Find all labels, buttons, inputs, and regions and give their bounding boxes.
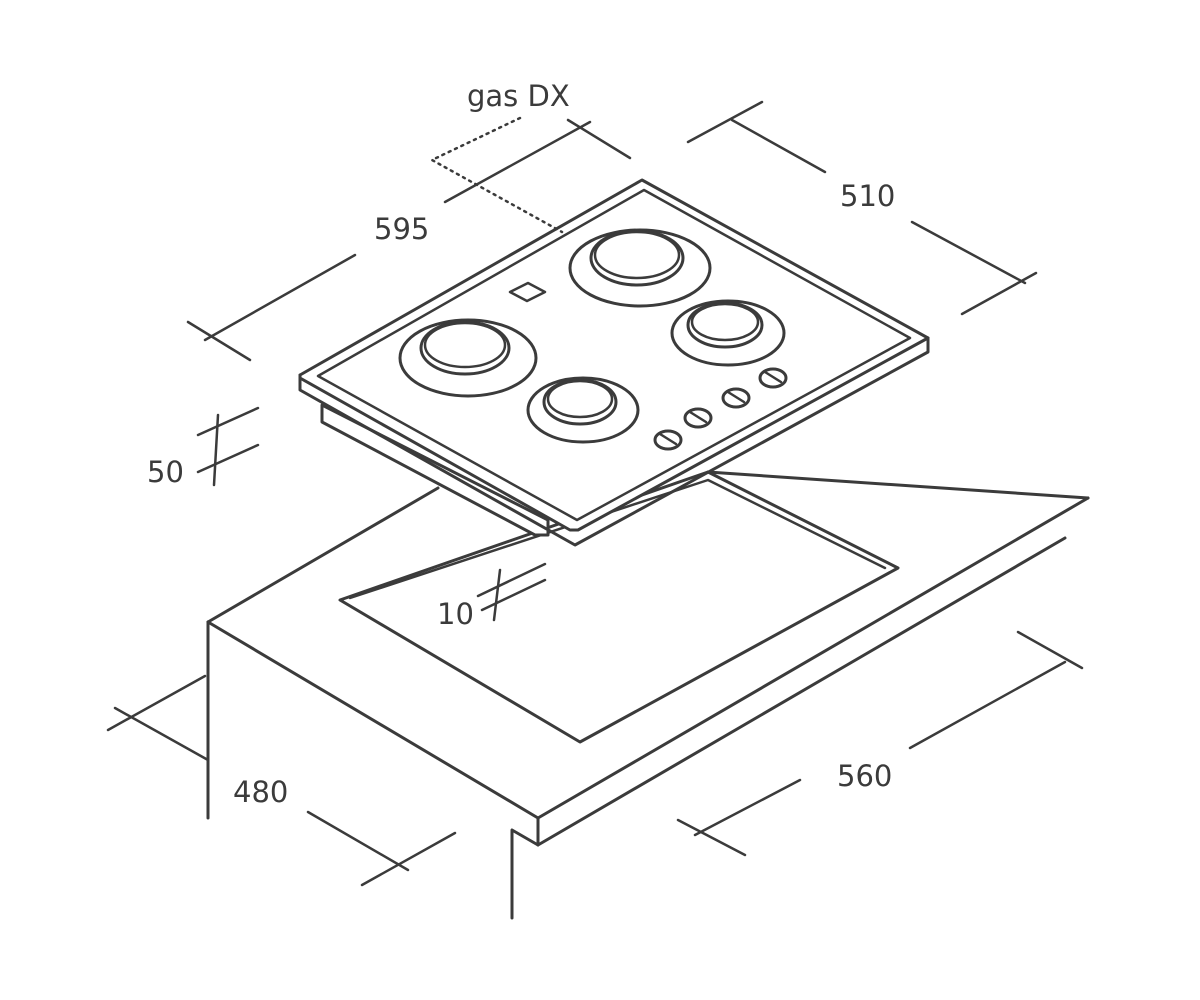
dim-10: [476, 562, 547, 622]
countertop-back-right-edge: [706, 470, 1090, 500]
cutout: [338, 470, 900, 744]
gas-connection-label: gas DX: [467, 79, 570, 113]
gas-connection-leader: [429, 116, 564, 234]
burner-large: [568, 228, 712, 308]
dim-560: [676, 630, 1084, 857]
hob-width-label: 595: [374, 212, 430, 246]
dim-480: [106, 674, 457, 887]
hob-depth-label: 510: [840, 179, 896, 213]
hob-plate-thickness: [298, 336, 930, 547]
burner-small: [526, 376, 640, 444]
knob-2: [683, 407, 713, 429]
knob-3: [721, 387, 751, 409]
clearance-label: 10: [437, 597, 474, 631]
burner-left: [398, 318, 538, 398]
cutout-width-label: 560: [837, 759, 893, 793]
cutout-depth-label: 480: [233, 775, 289, 809]
cabinet-front-edge: [510, 828, 540, 920]
burner-right: [670, 299, 786, 367]
knob-4: [758, 367, 788, 389]
dim-510: [686, 100, 1038, 316]
dim-50: [196, 406, 260, 487]
countertop: [206, 470, 1090, 920]
dim-595: [186, 118, 632, 362]
cutout-inner-back-edge: [348, 478, 887, 600]
knob-1: [653, 429, 683, 451]
hob-inner-rim: [316, 188, 912, 522]
cutout-outline: [338, 470, 900, 744]
hob-height-label: 50: [147, 455, 184, 489]
countertop-back-left-edge: [206, 486, 440, 624]
indicator-light: [508, 281, 547, 303]
hob-underside: [320, 403, 550, 537]
hob: [298, 178, 930, 547]
